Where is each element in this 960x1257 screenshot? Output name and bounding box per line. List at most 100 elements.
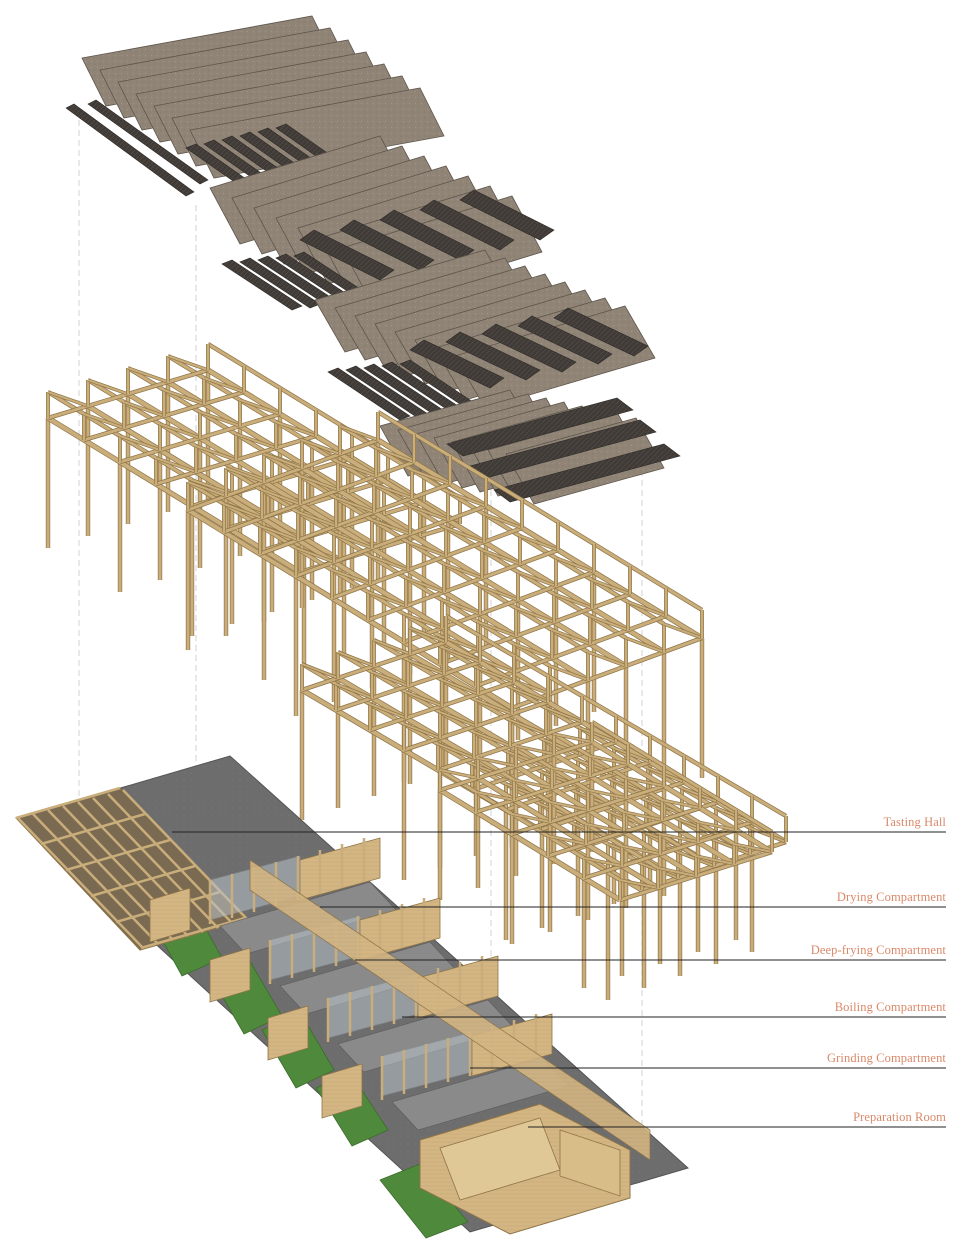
timber-brace xyxy=(333,533,373,549)
timber-beam xyxy=(331,526,523,600)
deck-joist xyxy=(15,786,121,820)
timber-brace xyxy=(515,607,555,623)
solar-strip xyxy=(221,259,303,311)
timber-beam xyxy=(262,480,590,682)
timber-brace xyxy=(369,555,409,571)
timber-brace xyxy=(405,577,445,593)
timber-brace xyxy=(513,779,553,789)
timber-brace xyxy=(625,777,665,787)
timber-brace xyxy=(477,667,515,683)
timber-brace xyxy=(585,823,625,833)
timber-brace xyxy=(511,813,551,823)
solar-strip xyxy=(459,189,555,241)
label-tasting-hall: Tasting Hall xyxy=(883,815,946,829)
deck-joist xyxy=(40,812,146,846)
timber-brace xyxy=(551,767,591,777)
timber-brace xyxy=(657,867,697,877)
timber-brace xyxy=(301,663,339,679)
timber-beam xyxy=(46,416,302,574)
timber-brace xyxy=(477,621,517,637)
timber-beam xyxy=(224,494,552,696)
solar-strip xyxy=(553,307,649,357)
label-drying-compartment: Drying Compartment xyxy=(836,890,946,904)
timber-wall xyxy=(267,1005,309,1061)
timber-brace xyxy=(297,511,337,527)
timber-brace xyxy=(475,699,513,715)
timber-brace xyxy=(373,639,411,655)
timber-beam xyxy=(376,438,704,640)
timber-brace xyxy=(123,401,165,417)
solar-strip xyxy=(493,443,681,503)
timber-brace xyxy=(373,483,413,499)
timber-brace xyxy=(483,513,523,529)
timber-beam xyxy=(403,570,595,644)
timber-brace xyxy=(335,497,375,513)
timber-brace xyxy=(371,671,409,687)
timber-brace xyxy=(159,423,201,439)
timber-brace xyxy=(623,811,663,821)
timber-brace xyxy=(445,527,485,543)
timber-brace xyxy=(509,719,547,735)
timber-brace xyxy=(551,629,591,645)
timber-beam xyxy=(367,548,559,622)
solar-strip xyxy=(299,229,395,281)
timber-brace xyxy=(199,411,241,427)
timber-brace xyxy=(549,665,589,681)
timber-beam xyxy=(223,460,415,534)
timber-brace xyxy=(235,433,277,449)
timber-brace xyxy=(647,767,685,783)
timber-beam xyxy=(477,756,659,870)
timber-brace xyxy=(375,447,415,463)
timber-brace xyxy=(403,723,441,739)
timber-brace xyxy=(513,643,553,659)
timber-brace xyxy=(405,691,443,707)
label-preparation-room: Preparation Room xyxy=(853,1110,946,1124)
timber-structure-layer xyxy=(45,342,788,1000)
solar-strip xyxy=(419,199,515,251)
timber-brace xyxy=(515,745,555,755)
timber-brace xyxy=(409,627,447,643)
timber-brace xyxy=(481,549,521,565)
timber-brace xyxy=(543,739,581,755)
timber-brace xyxy=(579,727,617,743)
timber-brace xyxy=(437,743,475,759)
timber-beam xyxy=(439,768,621,882)
timber-brace xyxy=(477,757,517,767)
timber-brace xyxy=(613,747,651,763)
timber-brace xyxy=(749,827,787,843)
solar-strip xyxy=(65,103,195,197)
label-boiling-compartment: Boiling Compartment xyxy=(834,1000,946,1014)
timber-beam xyxy=(553,732,735,846)
timber-brace xyxy=(545,707,583,723)
timber-beam xyxy=(300,466,628,668)
deck-joist xyxy=(65,838,171,872)
timber-beam xyxy=(475,614,667,688)
solar-strip xyxy=(445,331,541,381)
timber-brace xyxy=(695,855,735,865)
timber-brace xyxy=(337,651,375,667)
timber-beam xyxy=(225,466,551,668)
timber-brace xyxy=(299,475,339,491)
solar-strip xyxy=(481,323,577,373)
timber-brace xyxy=(167,355,209,371)
timber-beam xyxy=(590,740,774,854)
preparation-room-wall xyxy=(559,1129,621,1197)
timber-brace xyxy=(403,613,443,629)
deck-joist xyxy=(90,864,196,898)
solar-strip xyxy=(517,315,613,365)
timber-brace xyxy=(715,807,753,823)
timber-brace xyxy=(155,457,197,473)
timber-beam xyxy=(295,504,487,578)
label-deep-frying-compartment: Deep-frying Compartment xyxy=(810,943,946,957)
timber-brace xyxy=(659,833,699,843)
timber-brace xyxy=(589,755,629,765)
timber-brace xyxy=(555,557,595,573)
timber-brace xyxy=(225,467,265,483)
timber-brace xyxy=(261,489,301,505)
timber-beam xyxy=(552,752,736,866)
deck-joist xyxy=(140,916,246,950)
timber-brace xyxy=(519,535,559,551)
timber-beam xyxy=(186,508,514,710)
timber-brace xyxy=(119,435,161,451)
leader-lines xyxy=(172,831,946,1128)
